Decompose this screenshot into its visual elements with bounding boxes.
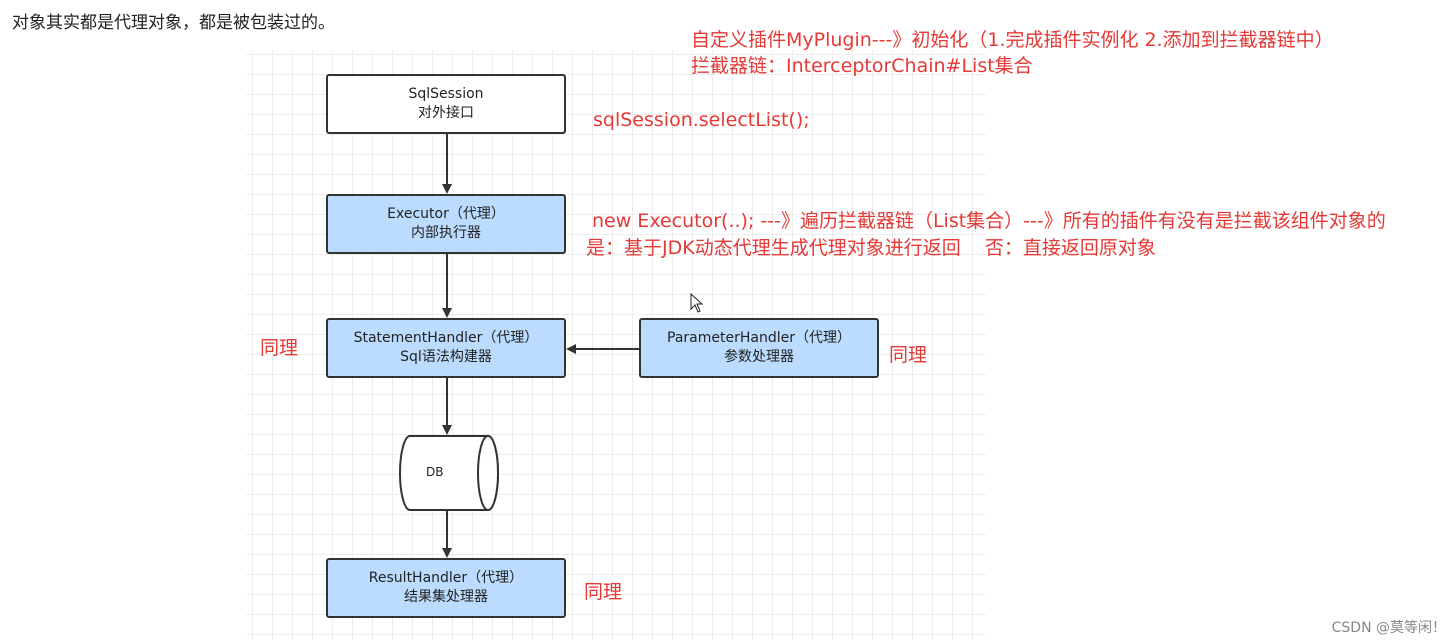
watermark: CSDN @莫等闲！: [1331, 620, 1446, 636]
interceptor-chain-note: 拦截器链：InterceptorChain#List集合: [691, 55, 1033, 77]
executor-node: Executor（代理） 内部执行器: [326, 194, 566, 254]
intro-text: 对象其实都是代理对象，都是被包装过的。: [12, 13, 335, 33]
mouse-cursor-icon: [690, 293, 704, 313]
result-handler-node: ResultHandler（代理） 结果集处理器: [326, 558, 566, 618]
parameter-handler-subtitle: 参数处理器: [724, 349, 794, 365]
parameter-handler-node: ParameterHandler（代理） 参数处理器: [639, 318, 879, 378]
statement-handler-node: StatementHandler（代理） Sql语法构建器: [326, 318, 566, 378]
plugin-init-note: 自定义插件MyPlugin---》初始化（1.完成插件实例化 2.添加到拦截器链…: [691, 29, 1334, 51]
db-label: DB: [426, 465, 444, 479]
same-note-result: 同理: [584, 581, 623, 603]
new-executor-note: new Executor(..); ---》遍历拦截器链（List集合）---》…: [592, 210, 1386, 232]
sqlsession-subtitle: 对外接口: [418, 105, 474, 121]
statement-handler-subtitle: Sql语法构建器: [400, 349, 492, 365]
same-note-parameter: 同理: [889, 344, 928, 366]
same-note-statement: 同理: [260, 337, 299, 359]
statement-handler-title: StatementHandler（代理）: [353, 330, 539, 346]
result-handler-subtitle: 结果集处理器: [404, 589, 488, 605]
parameter-handler-title: ParameterHandler（代理）: [667, 330, 851, 346]
result-handler-title: ResultHandler（代理）: [368, 570, 524, 586]
select-list-note: sqlSession.selectList();: [593, 109, 810, 131]
sqlsession-title: SqlSession: [408, 86, 484, 102]
yes-no-note: 是：基于JDK动态代理生成代理对象进行返回 否：直接返回原对象: [586, 237, 1156, 259]
executor-title: Executor（代理）: [387, 206, 505, 222]
executor-subtitle: 内部执行器: [411, 225, 481, 241]
sqlsession-node: SqlSession 对外接口: [326, 74, 566, 134]
